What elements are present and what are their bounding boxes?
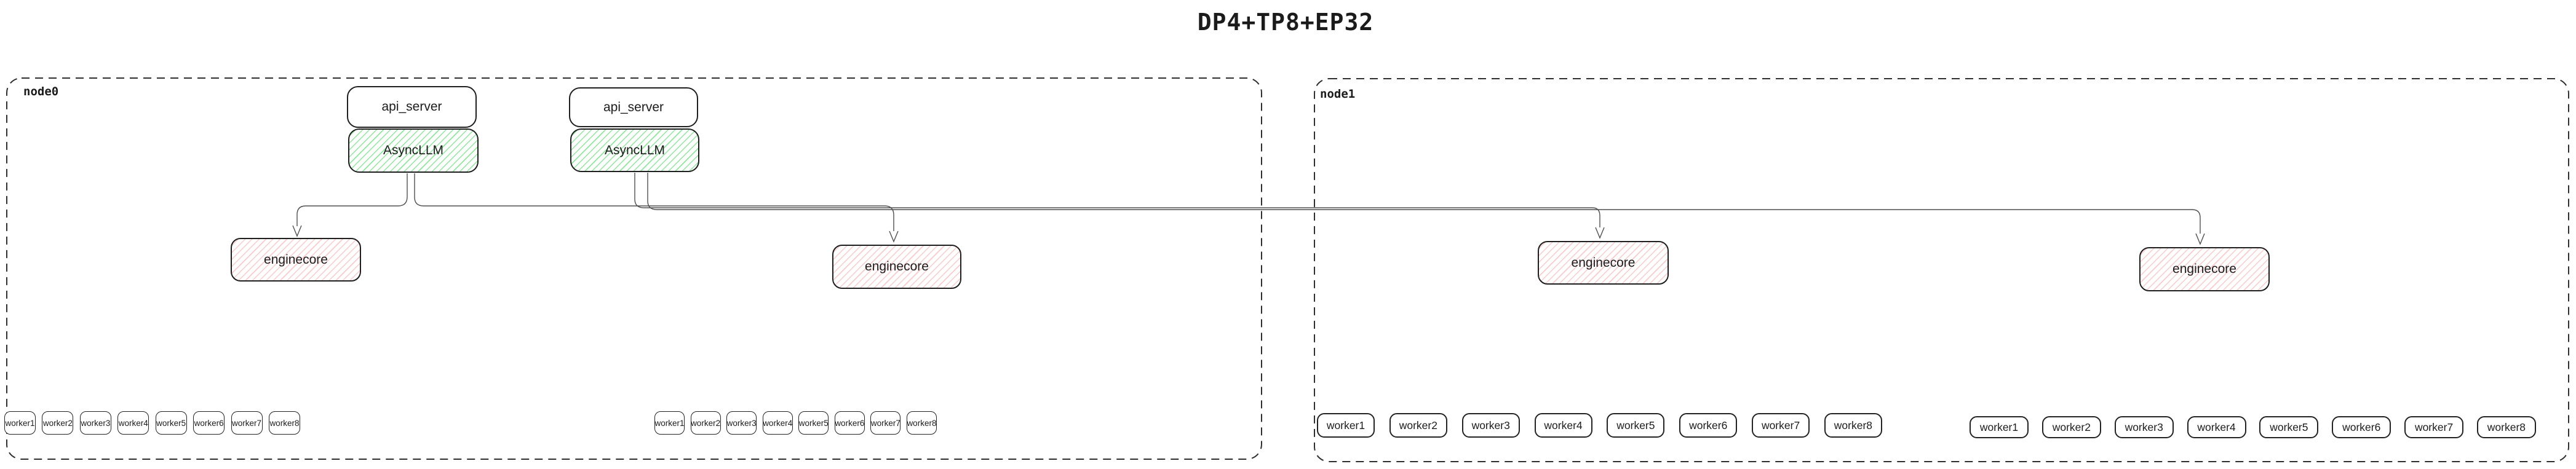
worker-box: worker3 bbox=[79, 411, 111, 435]
node0-container bbox=[6, 77, 1262, 460]
worker-box: worker7 bbox=[231, 411, 263, 435]
arrowhead-enginecore1 bbox=[292, 225, 302, 237]
worker-group-3: worker1 worker2 worker3 worker4 worker5 … bbox=[1317, 413, 1882, 438]
diagram-title: DP4+TP8+EP32 bbox=[1197, 9, 1374, 36]
worker-box: worker7 bbox=[1752, 413, 1810, 438]
enginecore-1-box: enginecore bbox=[231, 238, 361, 282]
arrowhead-enginecore3 bbox=[1595, 227, 1605, 239]
worker-group-1: worker1 worker2 worker3 worker4 worker5 … bbox=[4, 411, 300, 435]
worker-box: worker2 bbox=[690, 411, 721, 435]
node1-container bbox=[1314, 78, 2569, 462]
worker-box: worker1 bbox=[1970, 416, 2029, 438]
arrowhead-enginecore2 bbox=[889, 231, 899, 243]
api-server-1-box: api_server bbox=[347, 86, 477, 128]
worker-box: worker5 bbox=[798, 411, 829, 435]
worker-box: worker5 bbox=[155, 411, 187, 435]
worker-group-2: worker1 worker2 worker3 worker4 worker5 … bbox=[654, 411, 937, 435]
worker-box: worker1 bbox=[4, 411, 36, 435]
worker-box: worker1 bbox=[654, 411, 685, 435]
worker-box: worker3 bbox=[726, 411, 757, 435]
asyncllm-2-box: AsyncLLM bbox=[570, 128, 699, 172]
worker-box: worker4 bbox=[1534, 413, 1592, 438]
worker-box: worker6 bbox=[193, 411, 225, 435]
worker-box: worker4 bbox=[117, 411, 149, 435]
asyncllm-1-box: AsyncLLM bbox=[348, 128, 479, 173]
node0-label: node0 bbox=[23, 85, 59, 98]
worker-box: worker5 bbox=[2259, 416, 2319, 438]
worker-box: worker7 bbox=[870, 411, 901, 435]
worker-box: worker8 bbox=[2476, 416, 2536, 438]
edge-asyncllm1-enginecore2 bbox=[414, 173, 894, 231]
worker-box: worker2 bbox=[42, 411, 74, 435]
worker-box: worker7 bbox=[2404, 416, 2464, 438]
worker-box: worker3 bbox=[1461, 413, 1520, 438]
worker-box: worker2 bbox=[2041, 416, 2101, 438]
arrowhead-enginecore4 bbox=[2195, 233, 2205, 245]
worker-box: worker8 bbox=[906, 411, 937, 435]
edge-asyncllm1-enginecore1 bbox=[296, 173, 408, 226]
worker-box: worker4 bbox=[2187, 416, 2246, 438]
worker-box: worker1 bbox=[1317, 413, 1375, 438]
worker-box: worker6 bbox=[834, 411, 865, 435]
enginecore-3-box: enginecore bbox=[1538, 241, 1669, 285]
enginecore-2-box: enginecore bbox=[832, 245, 961, 289]
worker-box: worker6 bbox=[2332, 416, 2391, 438]
worker-box: worker2 bbox=[1389, 413, 1447, 438]
edge-asyncllm2-enginecore3 bbox=[634, 173, 1600, 227]
worker-box: worker4 bbox=[762, 411, 793, 435]
worker-box: worker5 bbox=[1607, 413, 1665, 438]
worker-box: worker6 bbox=[1679, 413, 1738, 438]
worker-box: worker8 bbox=[268, 411, 300, 435]
worker-box: worker8 bbox=[1824, 413, 1882, 438]
node1-label: node1 bbox=[1320, 87, 1356, 101]
enginecore-4-box: enginecore bbox=[2139, 247, 2270, 291]
worker-group-4: worker1 worker2 worker3 worker4 worker5 … bbox=[1970, 416, 2536, 438]
api-server-2-box: api_server bbox=[569, 87, 698, 127]
edge-asyncllm2-enginecore4 bbox=[647, 173, 2201, 234]
worker-box: worker3 bbox=[2114, 416, 2174, 438]
